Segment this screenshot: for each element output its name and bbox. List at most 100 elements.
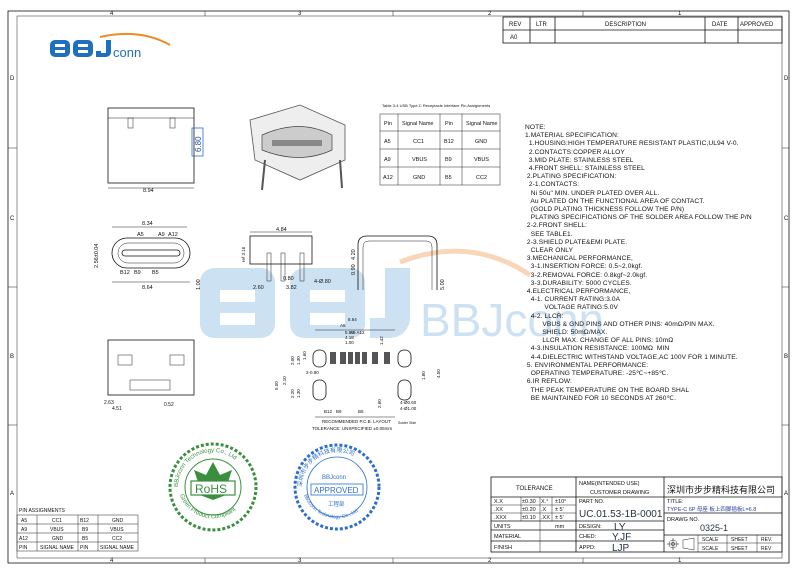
- pin-table-caption: Table 3-4 USB Type-C Receptacle Interfac…: [382, 103, 490, 108]
- pcb-dim: 1.00: [345, 340, 354, 345]
- tolerance-label: TOLERANCE: [516, 486, 553, 492]
- ched-label: CHED:: [579, 534, 597, 540]
- dim-side-ref: ref 3.16: [241, 246, 246, 262]
- pcb-dim: 1.60: [302, 351, 307, 360]
- pin-table-cell: VBUS: [474, 157, 489, 163]
- right-view: 4.20 0.90 5.00: [351, 235, 446, 290]
- tolerance-cell: ± 5': [555, 507, 564, 513]
- company-name: 深圳市步步精科技有限公司: [667, 484, 775, 495]
- pin-table-cell: B5: [445, 175, 452, 181]
- notes-section: NOTE:1.MATERIAL SPECIFICATION: 1.HOUSING…: [525, 124, 785, 403]
- note-line: 3-2.REMOVAL FORCE: 0.8kgf~2.0kgf.: [525, 271, 648, 279]
- pin-table-header: Signal Name: [466, 121, 498, 127]
- rev-value-cell: REV: [761, 546, 772, 552]
- pin-table-header: Pin: [384, 121, 392, 127]
- name-label: NAME(INTENDED USE): [579, 481, 640, 487]
- bottom-view: 2.63 4.51 0.52: [104, 339, 195, 412]
- pcb-note: Solder Side: [398, 421, 416, 425]
- pa-cell: B5: [82, 536, 88, 542]
- note-line: 4-1. CURRENT RATING:3.0A: [525, 296, 621, 304]
- pcb-dim: 2.20: [290, 389, 295, 398]
- dim-front-bottom-width: 8.64: [142, 285, 153, 291]
- pcb-dim: A9 A12: [350, 330, 365, 335]
- pa-footer: PIN: [19, 545, 28, 551]
- pa-cell: GND: [52, 536, 64, 542]
- pa-cell: B9: [82, 527, 88, 533]
- pin-table-header: Pin: [445, 121, 453, 127]
- note-line: 6.IR REFLOW:: [525, 378, 572, 386]
- zone-col-4-bottom: 4: [110, 558, 114, 564]
- pa-cell: VBUS: [50, 527, 64, 533]
- date-header: DATE: [712, 22, 728, 28]
- pa-footer: SIGNAL NAME: [100, 545, 135, 551]
- note-line: 2-1.CONTACTS:: [525, 181, 580, 189]
- dimension-highlight: [191, 127, 204, 157]
- tolerance-cell: X.X: [494, 499, 503, 505]
- pin-label: A5: [137, 232, 144, 238]
- approved-header: APPROVED: [740, 22, 774, 28]
- pa-cell: CC2: [112, 536, 122, 542]
- approved-stamp: BBJconn APPROVED 工程部 深圳市步步精科技有限公司 BBJcon…: [293, 443, 381, 531]
- pin-table-cell: B12: [444, 139, 454, 145]
- ltr-header: LTR: [536, 22, 548, 28]
- note-line: 4-4.DIELECTRIC WITHSTAND VOLTAGE,AC 100V…: [525, 353, 738, 361]
- note-line: 4-2. LLCR:: [525, 312, 564, 320]
- note-line: 4-3.INSULATION RESISTANCE: 100MΩ MIN: [525, 345, 670, 353]
- rev-label: REV.: [761, 537, 772, 543]
- approved-stamp-text: APPROVED: [314, 486, 359, 495]
- pa-cell: A5: [21, 518, 27, 524]
- pin-table-cell: VBUS: [412, 157, 427, 163]
- pcb-pin-label: B12: [324, 409, 333, 414]
- zone-col-3-bottom: 3: [298, 558, 302, 564]
- note-line: VBUS & GND PINS AND OTHER PINS: 40mΩ/PIN…: [525, 320, 715, 328]
- projection-symbol-icon: [667, 537, 695, 551]
- pin-label: B12: [120, 270, 130, 276]
- dim-front-height: 2.56±0.04: [94, 244, 100, 268]
- note-line: THE PEAK TEMPERATURE ON THE BOARD SHAL: [525, 386, 690, 394]
- appd-value: LJP: [612, 543, 630, 554]
- tolerance-cell: ± 5': [555, 515, 564, 521]
- zone-row-a-right: A: [784, 491, 788, 497]
- tolerance-cell: ±0.20: [522, 507, 536, 513]
- sheet-value: SHEET: [731, 546, 748, 552]
- description-header: DESCRIPTION: [605, 22, 646, 28]
- finish-label: FINISH: [494, 545, 512, 551]
- zone-row-b: B: [10, 354, 14, 360]
- pcb-dim: 8.64: [348, 317, 357, 322]
- note-line: 2.PLATING SPECIFICATION:: [525, 173, 617, 181]
- title-value: TYPE-C 6P 母座 板上四脚插板L=6.8: [667, 505, 756, 513]
- watermark: BBJconn: [200, 248, 604, 346]
- note-line: 3-1.INSERTION FORCE: 0.5~2.0kgf.: [525, 263, 643, 271]
- dim-side-b: 3.82: [286, 285, 297, 291]
- dim-right-h1: 4.20: [351, 249, 357, 260]
- dim-bottom-b: 4.51: [112, 406, 122, 412]
- dim-side-c: 0.80: [283, 276, 294, 282]
- pin-label: A12: [168, 232, 178, 238]
- note-line: 4.ELECTRICAL PERFORMANCE,: [525, 288, 631, 296]
- pcb-dim: 2-0.90: [306, 370, 319, 375]
- zone-labels: 4 3 2 1 4 3 2 1 D C B A D C B A: [10, 11, 789, 564]
- pcb-dim: 4.18: [345, 335, 354, 340]
- zone-row-a: A: [10, 491, 14, 497]
- pin-label: B5: [152, 270, 159, 276]
- pcb-dim: 1.30: [296, 356, 301, 365]
- zone-col-2: 2: [488, 11, 492, 17]
- note-line: Ni 50u" MIN. UNDER PLATED OVER ALL.: [525, 189, 660, 197]
- zone-col-2-bottom: 2: [488, 558, 492, 564]
- pin-table-cell: CC2: [476, 175, 487, 181]
- approved-ring-text: 深圳市步步精科技有限公司: [296, 446, 356, 487]
- pin-table-header: Signal Name: [402, 121, 434, 127]
- pa-cell: B12: [80, 518, 89, 524]
- design-label: DESIGN:: [579, 524, 602, 530]
- pa-footer: PIN: [80, 545, 89, 551]
- approved-stamp-dept: 工程部: [328, 500, 345, 508]
- part-no: UC.01.53-1B-0001: [579, 509, 663, 520]
- zone-row-d-right: D: [784, 76, 789, 82]
- dim-side-width: 4.84: [276, 227, 287, 233]
- note-line: 1.HOUSING:HIGH TEMPERATURE RESISTANT PLA…: [525, 140, 739, 148]
- tolerance-cell: ±0.10: [522, 515, 536, 521]
- note-line: CLEAR ONLY: [525, 247, 574, 255]
- pa-cell: A12: [19, 536, 28, 542]
- dim-right-h3: 5.00: [440, 279, 446, 290]
- rohs-stamp-text: RoHS: [195, 482, 227, 496]
